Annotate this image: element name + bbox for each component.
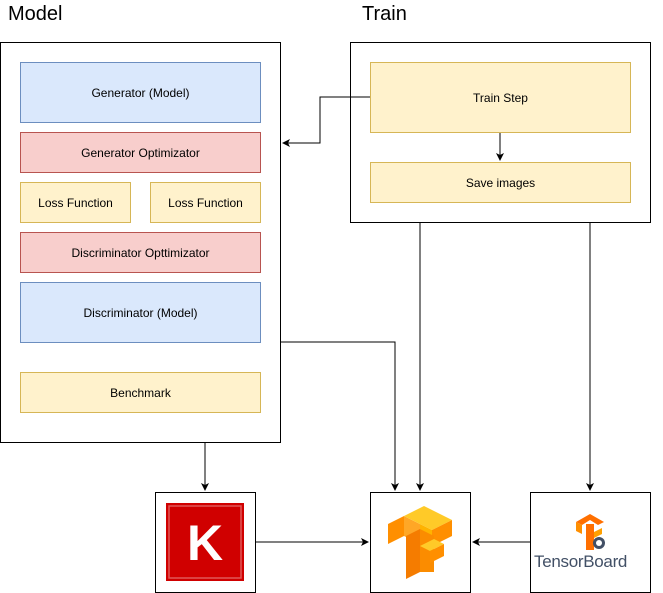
save-images-node[interactable]: Save images — [370, 162, 631, 203]
tensorflow-logo-icon — [388, 506, 452, 579]
discriminator-node[interactable]: Discriminator (Model) — [20, 282, 261, 343]
loss-function-node-right[interactable]: Loss Function — [150, 182, 261, 223]
svg-text:K: K — [187, 515, 223, 571]
train-step-node[interactable]: Train Step — [370, 62, 631, 133]
keras-logo-icon: K — [166, 503, 244, 581]
model-title: Model — [8, 3, 63, 25]
tensorboard-label: TensorBoard — [534, 552, 628, 571]
edge-train-step-to-model — [282, 96, 370, 147]
benchmark-node[interactable]: Benchmark — [20, 372, 261, 413]
edge-model-to-tensorflow — [281, 341, 399, 491]
generator-optimizer-node[interactable]: Generator Optimizator — [20, 132, 261, 173]
tensorboard-logo-icon — [576, 514, 605, 550]
loss-function-node-left[interactable]: Loss Function — [20, 182, 131, 223]
generator-node[interactable]: Generator (Model) — [20, 62, 261, 123]
train-title: Train — [362, 3, 407, 25]
discriminator-optimizer-node[interactable]: Discriminator Opttimizator — [20, 232, 261, 273]
